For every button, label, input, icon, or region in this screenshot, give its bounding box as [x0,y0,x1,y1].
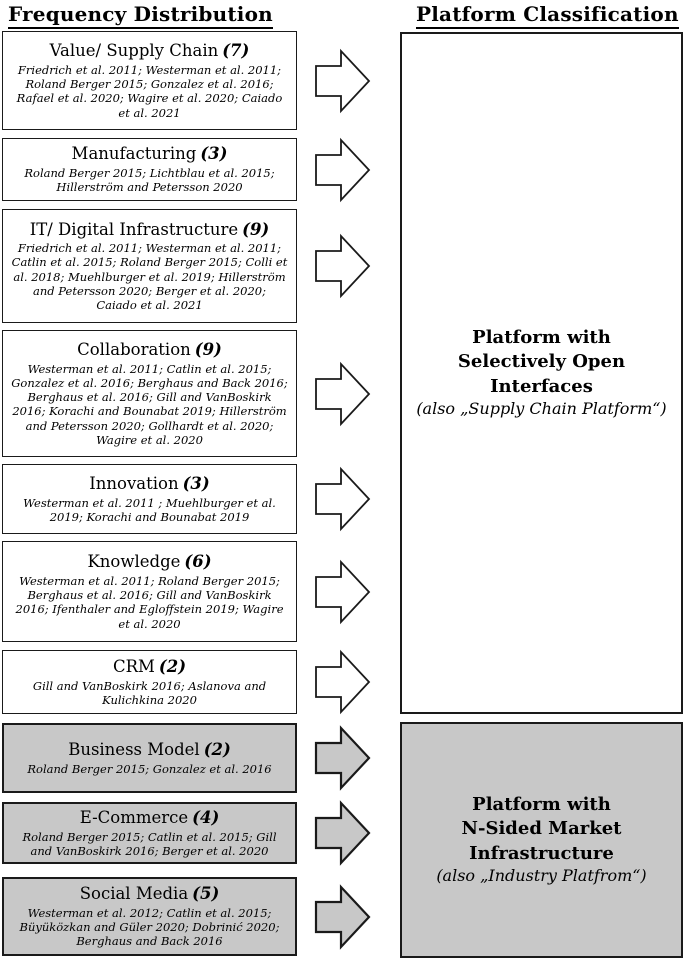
category-row-e-commerce: E-Commerce(4) Roland Berger 2015; Catlin… [2,800,402,866]
category-title: Manufacturing(3) [72,144,228,165]
category-name: Innovation [89,473,179,493]
category-name: CRM [112,656,155,676]
category-citations: Roland Berger 2015; Catlin et al. 2015; … [22,829,277,858]
category-title: E-Commerce(4) [80,808,220,829]
category-count: (9) [242,219,270,239]
frequency-distribution-header: Frequency Distribution [8,2,273,29]
arrow-right-icon [314,48,372,114]
category-title: IT/ Digital Infrastructure(9) [30,220,270,241]
category-citations: Friedrich et al. 2011; Westerman et al. … [11,241,288,313]
category-box: E-Commerce(4) Roland Berger 2015; Catlin… [2,802,297,864]
category-citations: Westerman et al. 2011; Roland Berger 201… [15,573,284,631]
arrow-right-icon [314,649,372,715]
category-row-value-supply-chain: Value/ Supply Chain(7) Friedrich et al. … [2,31,402,130]
category-count: (3) [200,144,228,164]
platform-n-sided-market-infrastructure-box: Platform with N-Sided Market Infrastruct… [400,722,683,958]
category-count: (2) [158,656,187,676]
category-name: Manufacturing [71,144,197,164]
category-row-manufacturing: Manufacturing(3) Roland Berger 2015; Lic… [2,137,402,203]
category-name: Business Model [68,740,200,760]
arrow-right-icon [314,725,372,791]
platform-title: Platform with Selectively Open Interface… [457,327,626,397]
category-title: Business Model(2) [68,740,231,761]
arrow-right-icon [314,233,372,299]
category-box: CRM(2) Gill and VanBoskirk 2016; Aslanov… [2,650,297,714]
category-row-social-media: Social Media(5) Westerman et al. 2012; C… [2,877,402,956]
category-count: (2) [203,740,231,760]
category-citations: Gill and VanBoskirk 2016; Aslanova and K… [32,678,267,707]
category-count: (5) [192,884,220,904]
category-row-innovation: Innovation(3) Westerman et al. 2011 ; Mu… [2,464,402,534]
category-citations: Westerman et al. 2011; Catlin et al. 201… [11,361,288,447]
category-box: Business Model(2) Roland Berger 2015; Go… [2,723,297,793]
arrow-right-icon [314,137,372,203]
arrow-right-icon [314,559,372,625]
category-count: (6) [184,552,212,572]
category-row-it-digital-infrastructure: IT/ Digital Infrastructure(9) Friedrich … [2,209,402,323]
platform-subtitle: (also „Industry Platfrom“) [436,866,647,886]
category-row-collaboration: Collaboration(9) Westerman et al. 2011; … [2,330,402,457]
arrow-right-icon [314,361,372,427]
category-count: (4) [192,807,220,827]
category-count: (3) [182,473,210,493]
category-title: Social Media(5) [80,884,220,905]
category-box: Value/ Supply Chain(7) Friedrich et al. … [2,31,297,130]
category-name: Knowledge [87,552,181,572]
category-citations: Roland Berger 2015; Gonzalez et al. 2016 [27,761,272,776]
arrow-right-icon [314,883,372,950]
category-title: Knowledge(6) [87,552,211,573]
category-box: IT/ Digital Infrastructure(9) Friedrich … [2,209,297,323]
category-box: Collaboration(9) Westerman et al. 2011; … [2,330,297,457]
category-name: Value/ Supply Chain [49,41,219,61]
category-citations: Roland Berger 2015; Lichtblau et al. 201… [24,166,275,195]
platform-subtitle: (also „Supply Chain Platform“) [416,399,667,419]
category-row-business-model: Business Model(2) Roland Berger 2015; Go… [2,723,402,793]
arrow-right-icon [314,466,372,532]
category-count: (9) [194,339,222,359]
category-title: Innovation(3) [89,474,209,495]
category-row-knowledge: Knowledge(6) Westerman et al. 2011; Rola… [2,541,402,642]
platform-classification-header: Platform Classification [416,2,679,29]
category-name: Collaboration [77,339,191,359]
category-citations: Westerman et al. 2012; Catlin et al. 201… [19,905,280,949]
category-name: IT/ Digital Infrastructure [29,219,239,239]
arrow-right-icon [314,800,372,866]
category-name: Social Media [79,884,189,904]
platform-title: Platform with N-Sided Market Infrastruct… [461,794,622,864]
category-box: Innovation(3) Westerman et al. 2011 ; Mu… [2,464,297,534]
category-name: E-Commerce [79,807,189,827]
category-box: Social Media(5) Westerman et al. 2012; C… [2,877,297,956]
category-title: Collaboration(9) [77,340,222,361]
category-box: Knowledge(6) Westerman et al. 2011; Rola… [2,541,297,642]
category-title: CRM(2) [113,657,186,678]
category-citations: Westerman et al. 2011 ; Muehlburger et a… [23,495,276,524]
platform-selectively-open-interfaces-box: Platform with Selectively Open Interface… [400,32,683,714]
category-box: Manufacturing(3) Roland Berger 2015; Lic… [2,138,297,201]
category-title: Value/ Supply Chain(7) [50,41,250,62]
category-count: (7) [222,41,250,61]
category-citations: Friedrich et al. 2011; Westerman et al. … [16,62,283,120]
category-row-crm: CRM(2) Gill and VanBoskirk 2016; Aslanov… [2,649,402,715]
